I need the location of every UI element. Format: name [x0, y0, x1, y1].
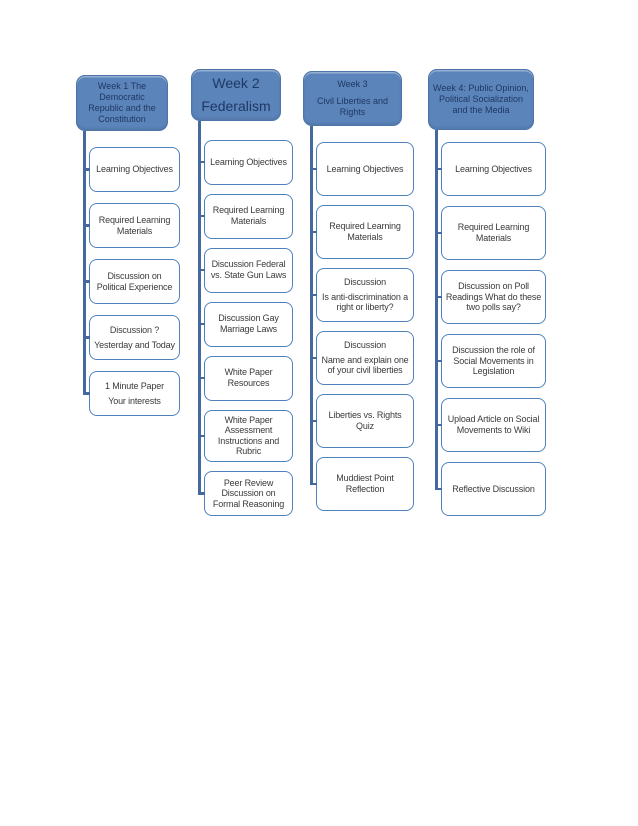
- topic-box: Discussion the role of Social Movements …: [434, 334, 546, 388]
- topic-text: Discussion on Political Experience: [96, 270, 173, 292]
- topic-box: Peer Review Discussion on Formal Reasoni…: [197, 471, 293, 517]
- topic-box: Learning Objectives: [197, 139, 293, 185]
- topic-text: Reflective Discussion: [452, 483, 535, 494]
- topic-box: White Paper Assessment Instructions and …: [197, 409, 293, 463]
- topic-box: Discussion on Political Experience: [82, 259, 180, 304]
- topic-text: White Paper Assessment Instructions and …: [217, 414, 280, 457]
- week-header: Week 2 Federalism: [191, 69, 281, 121]
- topic-text: Required Learning Materials: [98, 214, 171, 236]
- topic-text: Discussion: [343, 277, 386, 288]
- topic-text: Discussion on Poll Readings What do thes…: [445, 281, 542, 313]
- week-header-text: Civil Liberties and Rights: [316, 96, 389, 117]
- topic-text: Learning Objectives: [455, 163, 532, 174]
- topic-text: Discussion the role of Social Movements …: [452, 345, 535, 377]
- connector-line: [310, 126, 313, 484]
- topic-text: Required Learning Materials: [457, 222, 530, 243]
- week-header: Week 1 The Democratic Republic and the C…: [76, 75, 168, 131]
- topic-box: Learning Objectives: [434, 142, 546, 196]
- week-header: Week 3 Civil Liberties and Rights: [303, 71, 402, 126]
- topic-box: Muddiest Point Reflection: [309, 457, 414, 511]
- week-header-text: Week 3: [337, 79, 368, 90]
- connector-line: [435, 130, 438, 489]
- topic-box: Learning Objectives: [309, 142, 414, 196]
- topic-box: Required Learning Materials: [309, 205, 414, 259]
- topic-box: Discussion on Poll Readings What do thes…: [434, 270, 546, 324]
- week-header-text: Week 4: Public Opinion, Political Social…: [433, 83, 529, 115]
- topic-box: Required Learning Materials: [197, 193, 293, 239]
- week-header-text: Week 1 The Democratic Republic and the C…: [88, 81, 156, 124]
- topic-box: Learning Objectives: [82, 147, 180, 192]
- topic-text: Required Learning Materials: [212, 205, 285, 227]
- topic-box: Reflective Discussion: [434, 462, 546, 516]
- week-header-text: Week 2: [212, 75, 260, 91]
- topic-text: Learning Objectives: [210, 156, 287, 167]
- topic-box: Discussion Federal vs. State Gun Laws: [197, 247, 293, 293]
- topic-text: Discussion Federal vs. State Gun Laws: [210, 259, 287, 281]
- week-column: Week 4: Public Opinion, Political Social…: [428, 69, 546, 516]
- topic-box: Upload Article on Social Movements to Wi…: [434, 398, 546, 452]
- topic-text: Learning Objectives: [96, 164, 173, 175]
- topic-box: Discussion Gay Marriage Laws: [197, 301, 293, 347]
- topic-box: Required Learning Materials: [82, 203, 180, 248]
- topic-text: Upload Article on Social Movements to Wi…: [447, 414, 540, 435]
- topic-text: Muddiest Point Reflection: [336, 473, 394, 494]
- topic-text: Your interests: [108, 395, 161, 406]
- topic-box: Required Learning Materials: [434, 206, 546, 260]
- topic-text: Is anti-discrimination a right or libert…: [322, 291, 408, 313]
- topic-text: Yesterday and Today: [94, 339, 175, 350]
- topic-text: Discussion ?: [109, 324, 160, 335]
- topic-text: Discussion: [343, 340, 386, 351]
- connector-line: [83, 131, 86, 394]
- topic-text: White Paper Resources: [224, 367, 273, 389]
- topic-text: Name and explain one of your civil liber…: [321, 354, 409, 376]
- topic-box: Discussion ? Yesterday and Today: [82, 315, 180, 360]
- topic-text: Learning Objectives: [326, 163, 404, 174]
- week-column: Week 1 The Democratic Republic and the C…: [76, 75, 180, 416]
- week-header: Week 4: Public Opinion, Political Social…: [428, 69, 534, 130]
- topic-box: Liberties vs. Rights Quiz: [309, 394, 414, 448]
- topic-text: 1 Minute Paper: [105, 380, 164, 391]
- topic-text: Liberties vs. Rights Quiz: [328, 410, 402, 431]
- topic-text: Required Learning Materials: [329, 221, 401, 242]
- topic-box: White Paper Resources: [197, 355, 293, 401]
- topic-text: Discussion Gay Marriage Laws: [218, 313, 279, 335]
- topic-box: Discussion Is anti-discrimination a right…: [309, 268, 414, 322]
- connector-line: [198, 120, 201, 494]
- topic-text: Peer Review Discussion on Formal Reasoni…: [212, 477, 285, 509]
- week-header-text: Federalism: [201, 97, 271, 114]
